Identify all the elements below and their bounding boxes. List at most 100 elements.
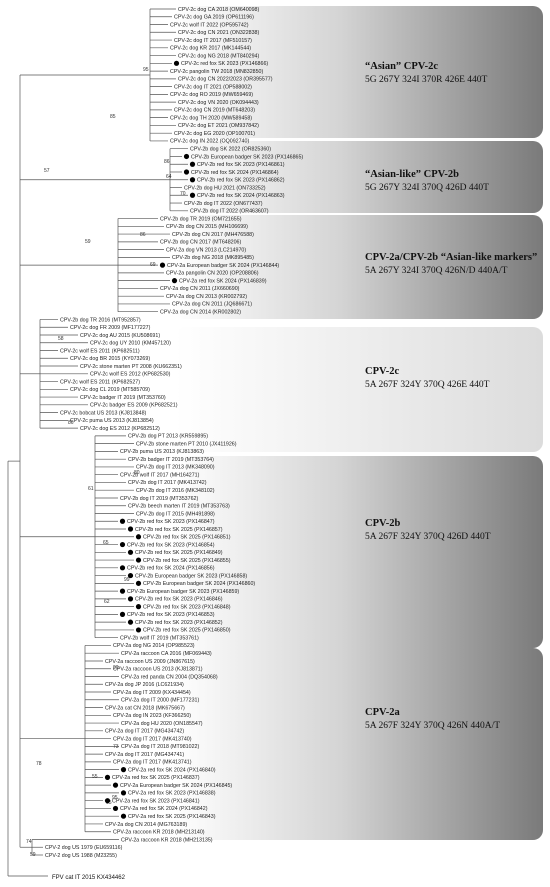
bootstrap-value: 55: [92, 774, 98, 780]
taxon-label: CPV-2a dog IN 2023 (KF366250): [113, 713, 191, 719]
taxon-label: CPV-2b dog CN 2017 (MT648206): [160, 240, 241, 246]
study-sample-dot: [112, 805, 119, 812]
taxon-label: CPV-2a dog HU 2020 (ON185547): [121, 721, 203, 727]
taxon-label: CPV-2a dog IT 2017 (MG434742): [105, 729, 184, 735]
study-sample-dot: [189, 177, 196, 183]
study-sample-dot: [135, 580, 142, 586]
taxon-label: CPV-2a cat CN 2018 (MK675667): [105, 705, 185, 711]
bootstrap-value: 85: [110, 114, 116, 120]
clade-name: “Asian” CPV-2c: [365, 61, 438, 72]
bootstrap-value: 90: [113, 665, 119, 671]
taxon-label: CPV-2c dog IT 2021 (OP588002): [174, 84, 252, 90]
bootstrap-value: 86: [68, 420, 74, 426]
taxon-label: CPV-2b dog IT 2022 (OR463607): [190, 209, 269, 215]
taxon-label: CPV-2b wolf IT 2019 (MT353761): [120, 635, 199, 641]
taxon-label: CPV-2c stone marten PT 2008 (KU662351): [80, 364, 182, 370]
taxon-label: CPV-2c dog EG 2020 (OP100701): [174, 131, 255, 137]
taxon-label: CPV-2a red panda CN 2004 (DQ354068): [121, 674, 218, 680]
taxon-label: CPV-2a raccoon CA 2016 (MF069443): [121, 651, 212, 657]
taxon-label: CPV-2a dog VN 2013 (LC214970): [166, 247, 246, 253]
bootstrap-value: 70: [180, 191, 186, 197]
study-sample-dot: [135, 627, 142, 633]
taxon-label: CPV-2b red fox SK 2024 (PX146863): [197, 193, 285, 199]
taxon-label: CPV-2b red fox SK 2024 (PX146864): [191, 170, 279, 176]
clade-band-asian-like-2b: [175, 141, 543, 213]
taxon-label: CPV-2a dog JP 2016 (LC621934): [105, 682, 184, 688]
taxon-label: CPV-2c dog IT 2017 (MF510157): [174, 38, 252, 44]
clade-name: “Asian-like” CPV-2b: [365, 169, 459, 180]
taxon-label: CPV-2b dog PT 2013 (KR559895): [128, 434, 208, 440]
taxon-label: CPV-2a dog NG 2014 (OP985523): [113, 643, 195, 649]
taxon-label: CPV-2b red fox SK 2025 (PX146855): [143, 558, 231, 564]
study-sample-dot: [127, 549, 134, 555]
taxon-label: CPV-2c dog CN 2022/2023 (OR395577): [178, 77, 273, 83]
bootstrap-value: 65: [106, 800, 112, 806]
bootstrap-value: 86: [164, 159, 170, 165]
study-sample-dot: [104, 774, 111, 780]
bootstrap-value: 95: [112, 795, 118, 801]
study-sample-markers: [104, 60, 196, 819]
outgroup-label: FPV cat IT 2015 KX434462: [52, 875, 126, 881]
clade-band-2a: [175, 648, 543, 840]
taxon-label: CPV-2a red fox SK 2025 (PX146837): [112, 775, 200, 781]
taxon-label: CPV-2b beech marten IT 2019 (MT353763): [128, 504, 230, 510]
study-sample-dot: [119, 565, 126, 571]
study-sample-dot: [127, 572, 134, 579]
study-sample-dot: [135, 557, 142, 563]
taxon-label: CPV-2b red fox SK 2025 (PX146850): [143, 628, 231, 634]
taxon-label: CPV-2a raccoon KR 2018 (MH213135): [121, 837, 213, 843]
study-sample-dot: [112, 782, 119, 788]
taxon-label: CPV-2c dog ET 2021 (OM937842): [178, 123, 259, 129]
taxon-label: CPV-2c dog NG 2018 (MT840294): [178, 53, 259, 59]
taxon-label: CPV-2c dog IN 2022 (OQ092740): [170, 139, 249, 145]
taxon-label: CPV-2a dog IT 2018 (MT981022): [121, 744, 199, 750]
taxon-label: CPV-2a red fox SK 2025 (PX146843): [128, 814, 216, 820]
taxon-label: CPV-2c wolf IT 2022 (OP595742): [170, 22, 249, 28]
taxon-label: CPV-2c bobcat US 2013 (KJ813848): [60, 410, 147, 416]
study-sample-dot: [183, 169, 190, 175]
taxon-label: CPV-2a dog CN 2011 (JX660690): [160, 286, 240, 292]
clade-markers: 5G 267Y 324I 370R 426E 440T: [365, 75, 488, 85]
taxon-label: CPV-2c dog CL 2019 (MT585709): [70, 387, 150, 393]
study-sample-dot: [127, 526, 134, 532]
taxon-label: CPV-2b European badger SK 2023 (PX146859…: [127, 589, 239, 595]
bootstrap-value: 59: [85, 239, 91, 245]
taxon-label: CPV-2c dog ES 2012 (KP682512): [80, 426, 160, 432]
taxon-label: CPV-2b dog IT 2017 (MK413742): [128, 480, 207, 486]
taxon-label: CPV-2 dog US 1988 (M23255): [45, 853, 117, 859]
bootstrap-value: 57: [44, 168, 50, 174]
taxon-label: CPV-2b wolf IT 2017 (MH164271): [120, 472, 200, 478]
clade-markers: 5A 267F 324Y 370Q 426E 440T: [365, 380, 490, 390]
taxon-label: CPV-2b red fox SK 2023 (PX146854): [127, 542, 215, 548]
taxon-label: CPV-2b red fox SK 2025 (PX146849): [135, 550, 223, 556]
taxon-label: CPV-2c dog AU 2015 (KU508691): [80, 333, 160, 339]
clade-band-2a-2b-asian-like: [175, 215, 543, 319]
study-sample-dot: [119, 541, 126, 548]
study-sample-dot: [120, 813, 127, 819]
clade-name: CPV-2b: [365, 518, 401, 529]
study-sample-dot: [120, 767, 127, 773]
taxon-label: CPV-2c dog FR 2009 (MF177227): [70, 325, 151, 331]
taxon-label: CPV-2c dog TH 2020 (MW589458): [170, 115, 252, 121]
bootstrap-value: 99: [124, 577, 130, 583]
taxon-label: CPV-2a dog CN 2014 (MG763189): [105, 822, 187, 828]
taxon-label: CPV-2b dog CN 2017 (MH476588): [172, 232, 254, 238]
taxon-label: CPV-2c red fox SK 2023 (PX146866): [181, 61, 268, 67]
taxon-labels: CPV-2c dog CA 2018 (OM640098)CPV-2c dog …: [45, 7, 303, 859]
taxon-label: CPV-2a raccoon US 2013 (KJ813871): [113, 667, 203, 673]
study-sample-dot: [135, 604, 142, 610]
taxon-label: CPV-2a red fox SK 2023 (PX146841): [112, 798, 200, 804]
taxon-label: CPV-2a dog IT 2000 (MF177231): [121, 698, 199, 704]
study-sample-dot: [119, 518, 126, 524]
taxon-label: CPV-2c wolf ES 2011 (KP682527): [60, 379, 140, 385]
taxon-label: CPV-2b puma US 2013 (KJ813863): [120, 449, 204, 455]
bootstrap-labels: 9585578664705986695886806165996290735565…: [26, 67, 186, 858]
taxon-label: CPV-2c dog RO 2019 (MW659469): [170, 92, 253, 98]
taxon-label: CPV-2b stone marten PT 2010 (JX411926): [136, 441, 237, 447]
taxon-label: CPV-2b red fox SK 2023 (PX146852): [135, 620, 223, 626]
study-sample-dot: [171, 278, 178, 284]
taxon-label: CPV-2a dog IT 2009 (KX434454): [113, 690, 191, 696]
clade-name: CPV-2a/CPV-2b “Asian-like markers”: [365, 252, 537, 263]
taxon-label: CPV-2c dog CN 2019 (MT648203): [174, 108, 255, 114]
